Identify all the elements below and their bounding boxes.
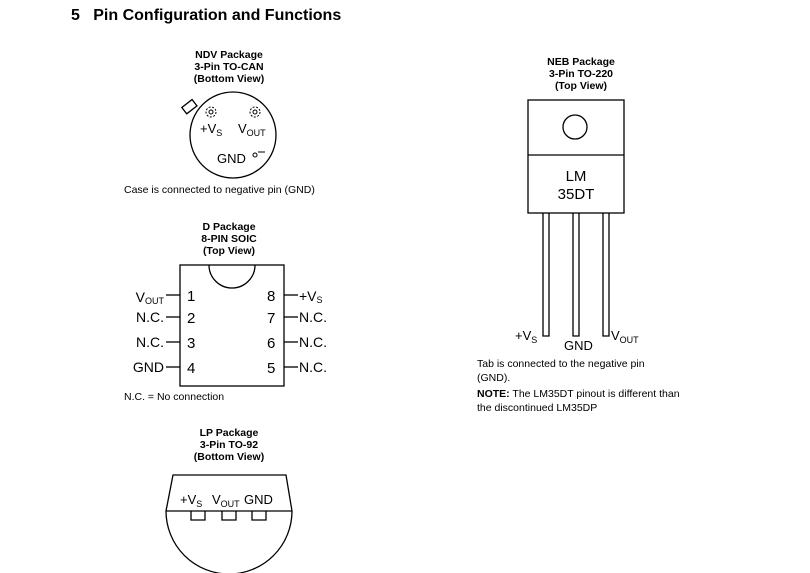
- neb-lead-gnd: [572, 213, 580, 337]
- ndv-package-title: NDV Package 3-Pin TO-CAN (Bottom View): [169, 49, 289, 85]
- neb-package-diagram: [527, 99, 625, 337]
- neb-pinout-note: NOTE: The LM35DT pinout is different tha…: [477, 387, 697, 415]
- lp-label-vs: +VS: [180, 492, 202, 509]
- d-pin2-name: N.C.: [136, 309, 164, 325]
- d-pin4-name: GND: [133, 359, 164, 375]
- d-pin5-name: N.C.: [299, 359, 327, 375]
- lp-title-line-1: LP Package: [199, 427, 259, 439]
- ndv-label-vout: VOUT: [238, 121, 266, 138]
- lp-label-gnd: GND: [244, 492, 273, 507]
- d-title-line-1: D Package: [202, 221, 256, 233]
- d-pin7-name: N.C.: [299, 309, 327, 325]
- neb-body-label-line1: LM: [566, 168, 587, 185]
- d-pin5-number: 5: [267, 360, 275, 377]
- section-heading: 5 Pin Configuration and Functions: [71, 7, 341, 25]
- ndv-label-vs: +VS: [200, 121, 222, 138]
- ndv-tab: [180, 98, 198, 115]
- neb-lead-vout: [602, 213, 610, 337]
- ndv-pin-vout-outer: [249, 106, 261, 118]
- neb-note-label: NOTE:: [477, 388, 510, 400]
- d-pin7-number: 7: [267, 310, 275, 327]
- neb-lead-vs: [542, 213, 550, 337]
- neb-package-title: NEB Package 3-Pin TO-220 (Top View): [521, 56, 641, 92]
- neb-title-line-3: (Top View): [554, 80, 608, 92]
- ndv-pin-vs-dot: [208, 109, 214, 115]
- d-pin3-name: N.C.: [136, 334, 164, 350]
- lp-pin-vout-slot: [221, 511, 237, 521]
- lp-title-line-3: (Bottom View): [193, 451, 265, 463]
- section-title: Pin Configuration and Functions: [93, 7, 342, 24]
- neb-label-vout: VOUT: [611, 328, 639, 345]
- section-number: 5: [71, 7, 80, 24]
- lp-title-line-2: 3-Pin TO-92: [199, 439, 259, 451]
- d-pin1-name: VOUT: [136, 289, 165, 306]
- neb-label-vs: +VS: [515, 328, 537, 345]
- neb-mounting-hole: [562, 114, 588, 140]
- lp-body-outline: [165, 474, 293, 573]
- ndv-can-outline: [189, 91, 277, 179]
- ndv-pin-vout-dot: [252, 109, 258, 115]
- d-pin6-name: N.C.: [299, 334, 327, 350]
- neb-body-label-line2: 35DT: [558, 186, 595, 203]
- neb-title-line-1: NEB Package: [547, 56, 615, 68]
- lp-package-title: LP Package 3-Pin TO-92 (Bottom View): [169, 427, 289, 463]
- d-pin6-number: 6: [267, 335, 275, 352]
- ndv-pin-vs-outer: [205, 106, 217, 118]
- neb-tab-note: Tab is connected to the negative pin (GN…: [477, 358, 645, 384]
- d-title-line-2: 8-PIN SOIC: [201, 233, 257, 245]
- lp-pin-vs-slot: [190, 511, 206, 521]
- neb-note-text: The LM35DT pinout is different than the …: [477, 388, 680, 414]
- d-package-title: D Package 8-PIN SOIC (Top View): [169, 221, 289, 257]
- ndv-title-line-2: 3-Pin TO-CAN: [194, 61, 264, 73]
- neb-body-outline: [527, 99, 625, 214]
- ndv-pin-gnd-dot: [252, 152, 258, 158]
- ndv-title-line-1: NDV Package: [195, 49, 263, 61]
- lp-pin-gnd-slot: [251, 511, 267, 521]
- d-soic-body: [179, 264, 285, 387]
- d-nc-note: N.C. = No connection: [124, 391, 225, 403]
- ndv-case-note: Case is connected to negative pin (GND): [124, 184, 315, 196]
- neb-label-gnd: GND: [564, 338, 593, 353]
- d-pin4-number: 4: [187, 360, 195, 377]
- d-package-diagram: [166, 264, 298, 387]
- d-pin1-number: 1: [187, 288, 195, 305]
- d-pin2-number: 2: [187, 310, 195, 327]
- ndv-title-line-3: (Bottom View): [193, 73, 265, 85]
- lp-label-vout: VOUT: [212, 492, 240, 509]
- lp-package-diagram: [165, 474, 293, 573]
- ndv-package-diagram: [180, 91, 277, 179]
- d-pin8-name: +VS: [299, 288, 323, 305]
- ndv-label-gnd: GND: [217, 151, 246, 166]
- neb-title-line-2: 3-Pin TO-220: [549, 68, 613, 80]
- d-pin1-notch: [208, 264, 256, 289]
- d-pin3-number: 3: [187, 335, 195, 352]
- d-pin8-number: 8: [267, 288, 275, 305]
- d-title-line-3: (Top View): [202, 245, 256, 257]
